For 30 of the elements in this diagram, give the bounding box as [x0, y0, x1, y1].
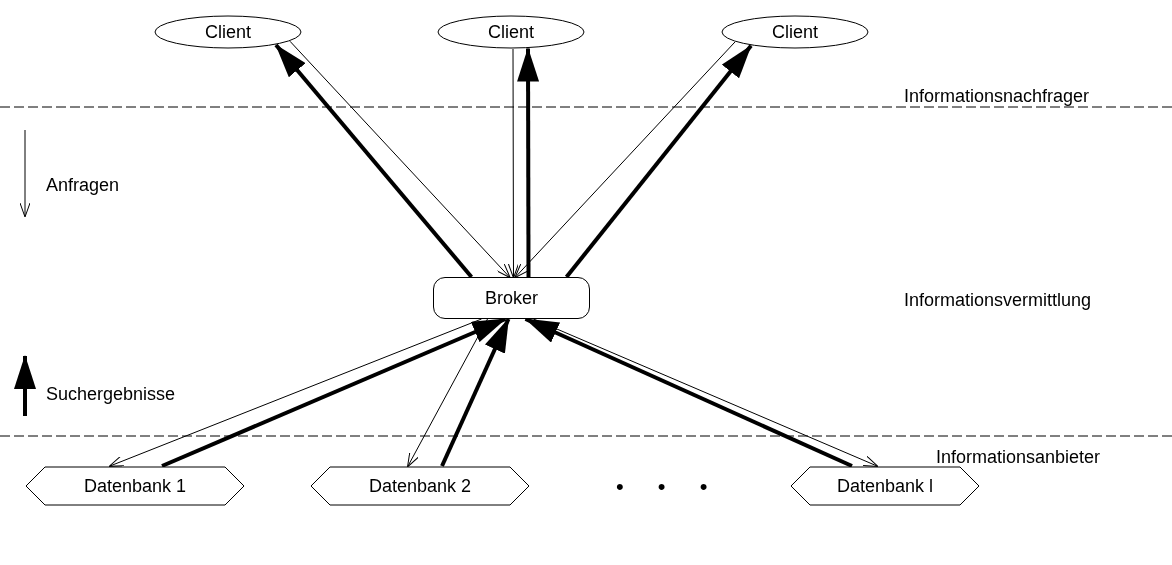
arrow: [440, 318, 511, 467]
legend-label: Suchergebnisse: [46, 383, 176, 406]
node-label: Client: [488, 20, 534, 44]
arrow: [514, 41, 736, 279]
database-hexagon: [790, 466, 980, 506]
arrow: [274, 43, 474, 279]
node-label: Datenbank 2: [368, 474, 472, 498]
layer-label: Informationsanbieter: [936, 446, 1101, 469]
arrow: [289, 40, 511, 279]
arrow: [407, 318, 488, 468]
client-ellipse: [721, 15, 869, 49]
broker-box: [433, 277, 590, 319]
client-ellipse: [154, 15, 302, 49]
arrow: [161, 317, 507, 468]
legend-label: Anfragen: [46, 174, 120, 197]
node-label: Datenbank l: [836, 474, 934, 498]
ellipsis-dots: • • •: [616, 473, 722, 501]
arrow: [507, 48, 519, 279]
node-label: Client: [205, 20, 251, 44]
arrow: [108, 318, 482, 467]
arrow: [564, 44, 753, 279]
layer-label: Informationsvermittlung: [904, 289, 1092, 312]
node-label: Broker: [485, 286, 538, 310]
node-label: Client: [772, 20, 818, 44]
layer-label: Informationsnachfrager: [904, 85, 1090, 108]
database-hexagon: [25, 466, 245, 506]
database-hexagon: [310, 466, 530, 506]
node-label: Datenbank 1: [83, 474, 187, 498]
arrow: [517, 47, 540, 277]
client-ellipse: [437, 15, 585, 49]
